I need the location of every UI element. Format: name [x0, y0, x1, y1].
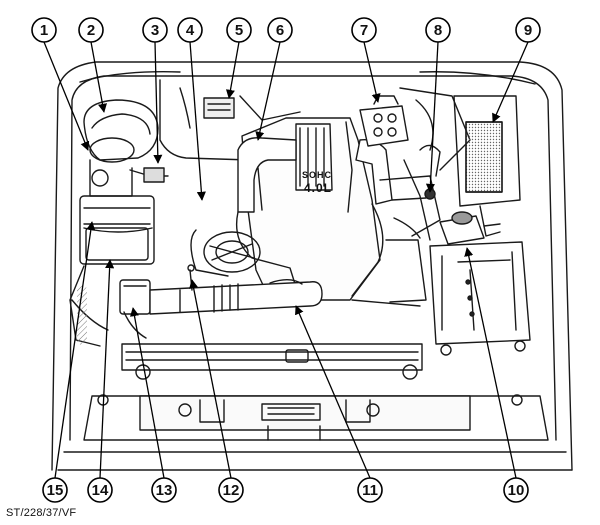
callout-circle-10 [503, 477, 529, 503]
callout-12: 12 [189, 279, 244, 503]
engine [190, 117, 441, 307]
callout-number-4: 4 [186, 22, 195, 39]
callout-number-11: 11 [362, 482, 378, 499]
engine-label-line1: SOHC [302, 170, 332, 180]
callout-number-2: 2 [87, 22, 95, 39]
callout-leader-3 [153, 41, 163, 164]
callout-9: 9 [492, 17, 541, 123]
callout-leader-7 [363, 41, 381, 103]
callout-circle-6 [267, 17, 293, 43]
callout-circle-2 [78, 17, 104, 43]
callout-7: 7 [351, 17, 381, 103]
callout-circle-11 [357, 477, 383, 503]
callout-number-9: 9 [524, 22, 532, 39]
callout-number-15: 15 [47, 482, 64, 499]
engine-bay-illustration [51, 61, 573, 471]
callout-number-10: 10 [508, 482, 525, 499]
callout-leader-15 [54, 221, 96, 479]
callout-circle-8 [425, 17, 451, 43]
callout-circle-5 [226, 17, 252, 43]
callout-leader-12 [189, 279, 232, 479]
callout-3: 3 [142, 17, 168, 164]
figure-caption: ST/228/37/VF [6, 507, 77, 519]
callout-circle-14 [87, 477, 113, 503]
callout-number-12: 12 [223, 482, 240, 499]
intake-hose [149, 264, 323, 315]
engine-label-line2: 4.0L [304, 181, 332, 195]
callout-number-1: 1 [40, 22, 48, 39]
callout-number-14: 14 [92, 482, 109, 499]
callout-14: 14 [87, 259, 115, 503]
callout-circle-13 [151, 477, 177, 503]
callout-circle-9 [515, 17, 541, 43]
callout-10: 10 [464, 247, 529, 503]
callout-leader-6 [255, 41, 281, 141]
callout-6: 6 [255, 17, 293, 141]
callout-leader-10 [464, 247, 517, 479]
callout-leader-5 [225, 41, 240, 99]
callout-leader-1 [43, 41, 90, 151]
callout-number-5: 5 [235, 22, 243, 39]
callout-circle-1 [31, 17, 57, 43]
callout-2: 2 [78, 17, 107, 113]
callout-11: 11 [295, 305, 383, 503]
callout-circle-15 [42, 477, 68, 503]
right-components [359, 95, 531, 356]
callout-5: 5 [225, 17, 252, 99]
callout-circle-12 [218, 477, 244, 503]
callout-circle-7 [351, 17, 377, 43]
callout-leader-9 [492, 41, 529, 123]
callout-number-6: 6 [276, 22, 284, 39]
callout-1: 1 [31, 17, 90, 151]
body-outline [51, 61, 573, 471]
callout-13: 13 [129, 307, 177, 503]
left-components [69, 99, 169, 347]
callout-leader-14 [99, 259, 115, 479]
callout-8: 8 [425, 17, 451, 193]
front-panel [57, 343, 573, 471]
callout-circle-3 [142, 17, 168, 43]
callout-number-8: 8 [434, 22, 442, 39]
callout-leader-13 [129, 307, 165, 479]
callout-number-3: 3 [151, 22, 159, 39]
callout-leader-11 [295, 305, 371, 479]
callout-15: 15 [42, 221, 96, 503]
callout-circle-4 [177, 17, 203, 43]
engine-label: SOHC 4.0L [302, 170, 332, 195]
callout-leader-8 [425, 41, 439, 193]
callout-number-13: 13 [156, 482, 173, 499]
callout-leader-2 [90, 41, 107, 113]
callout-4: 4 [177, 17, 206, 201]
callout-leader-4 [189, 41, 206, 201]
callout-number-7: 7 [360, 22, 368, 39]
